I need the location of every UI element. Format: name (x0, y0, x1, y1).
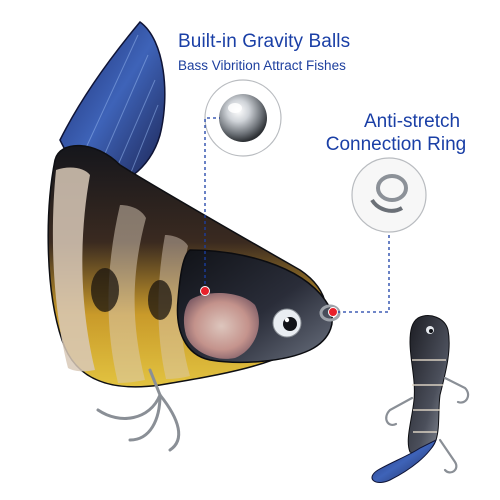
small-lure (371, 315, 470, 484)
connection-ring (319, 304, 341, 322)
gravity-ball-icon (219, 94, 267, 142)
ring-connector (337, 232, 390, 313)
ring-marker (328, 307, 338, 317)
gravity-ball-connector (204, 117, 220, 290)
lower-treble-hook (96, 368, 181, 452)
ring-title-line1: Anti-stretch (363, 111, 461, 132)
gravity-ball-marker (200, 286, 210, 296)
ring-inset (351, 157, 427, 233)
split-ring-icon (370, 174, 408, 213)
ring-title-line2: Connection Ring (325, 134, 467, 155)
gravity-balls-title: Built-in Gravity Balls (178, 31, 351, 52)
gill-plate (183, 293, 259, 359)
gravity-balls-subtitle: Bass Vibrition Attract Fishes (178, 58, 346, 73)
